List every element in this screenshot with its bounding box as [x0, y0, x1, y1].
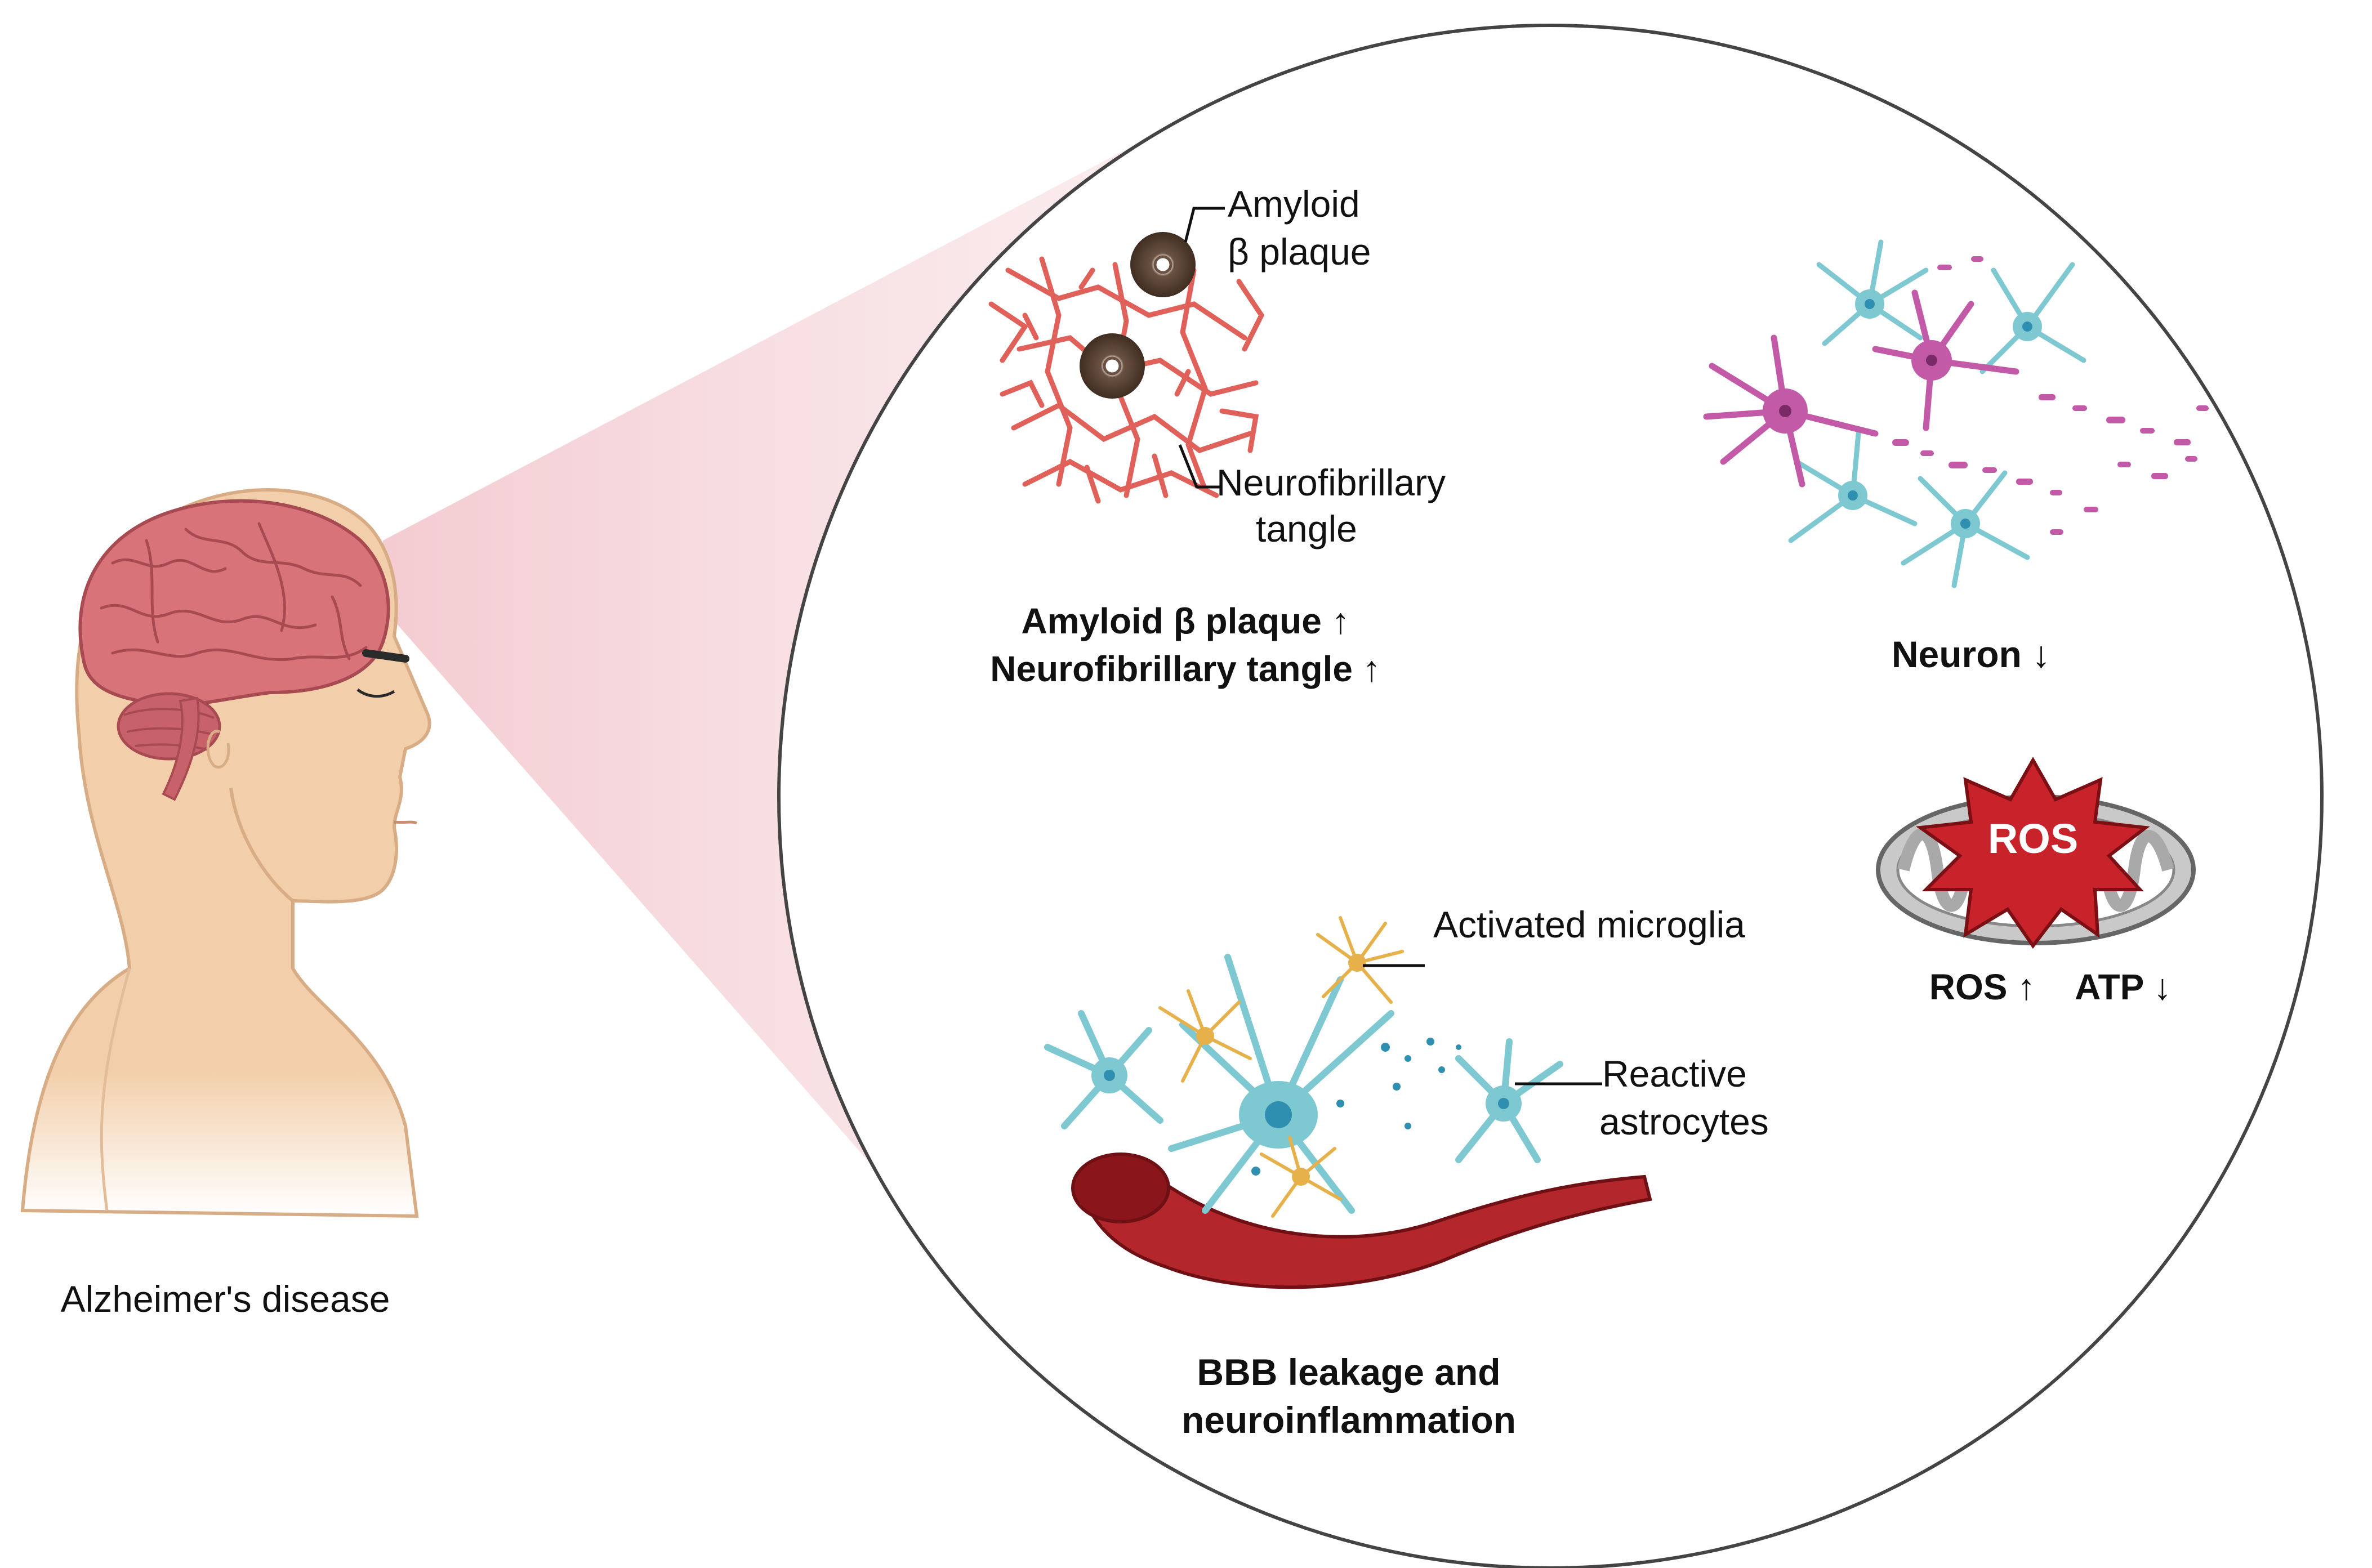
eyebrow — [362, 649, 409, 663]
ros-burst-icon — [1915, 756, 2150, 949]
brain-folds — [100, 522, 368, 662]
amyloid-callout-line — [1184, 207, 1225, 243]
atp-summary: ATP ↓ — [2075, 967, 2172, 1007]
brain-stem — [162, 696, 200, 801]
astrocyte-callout-line1: Reactive — [1602, 1053, 1747, 1095]
microglia-callout: Activated microglia — [1433, 904, 1745, 945]
closed-eye — [356, 688, 395, 698]
plaque-summary-line1: Amyloid β plaque ↑ — [1021, 601, 1349, 641]
blood-vessel-icon — [1085, 1174, 1652, 1289]
activated-microglia — [1158, 916, 1404, 1218]
ear — [206, 730, 230, 769]
amyloid-callout-line2: β plaque — [1228, 231, 1371, 272]
tangle-callout-line — [1178, 444, 1222, 489]
plaque-summary-line2: Neurofibrillary tangle ↑ — [990, 649, 1380, 689]
bbb-summary-line2: neuroinflammation — [1181, 1399, 1516, 1441]
bbb-summary-line1: BBB leakage and — [1197, 1351, 1500, 1393]
neuron-summary: Neuron ↓ — [1892, 633, 2050, 675]
astrocyte-cells — [1788, 239, 2086, 588]
person-figure — [20, 488, 431, 1218]
amyloid-callout-line1: Amyloid — [1228, 183, 1360, 225]
tangle-callout-line2: tangle — [1256, 508, 1357, 550]
neuron-cells — [1703, 289, 2019, 488]
jaw-line — [229, 788, 294, 903]
shoulder-line — [100, 968, 131, 1211]
vessel-opening — [1071, 1152, 1170, 1223]
cytokine-dots — [1251, 1038, 1461, 1176]
mitochondria-panel: ROS ROS ↑ ATP ↓ — [1876, 756, 2196, 1007]
plaque-tangle-panel: Amyloid β plaque Neurofibrillary tangle … — [988, 183, 1446, 689]
neuron-fragments — [1892, 256, 2209, 535]
neurofibrillary-tangle-icon — [988, 256, 1265, 504]
amyloid-plaque-icon — [1080, 232, 1196, 399]
astrocyte-callout-line2: astrocytes — [1599, 1101, 1769, 1142]
ros-summary: ROS ↑ — [1929, 967, 2035, 1007]
person-caption: Alzheimer's disease — [61, 1278, 390, 1320]
brain-icon — [78, 499, 390, 707]
neuron-panel: Neuron ↓ — [1703, 239, 2209, 675]
ros-burst-label: ROS — [1988, 815, 2078, 862]
tangle-callout-line1: Neurofibrillary — [1216, 462, 1446, 503]
bbb-panel: Activated microglia Reactive astrocytes … — [1044, 904, 1769, 1441]
